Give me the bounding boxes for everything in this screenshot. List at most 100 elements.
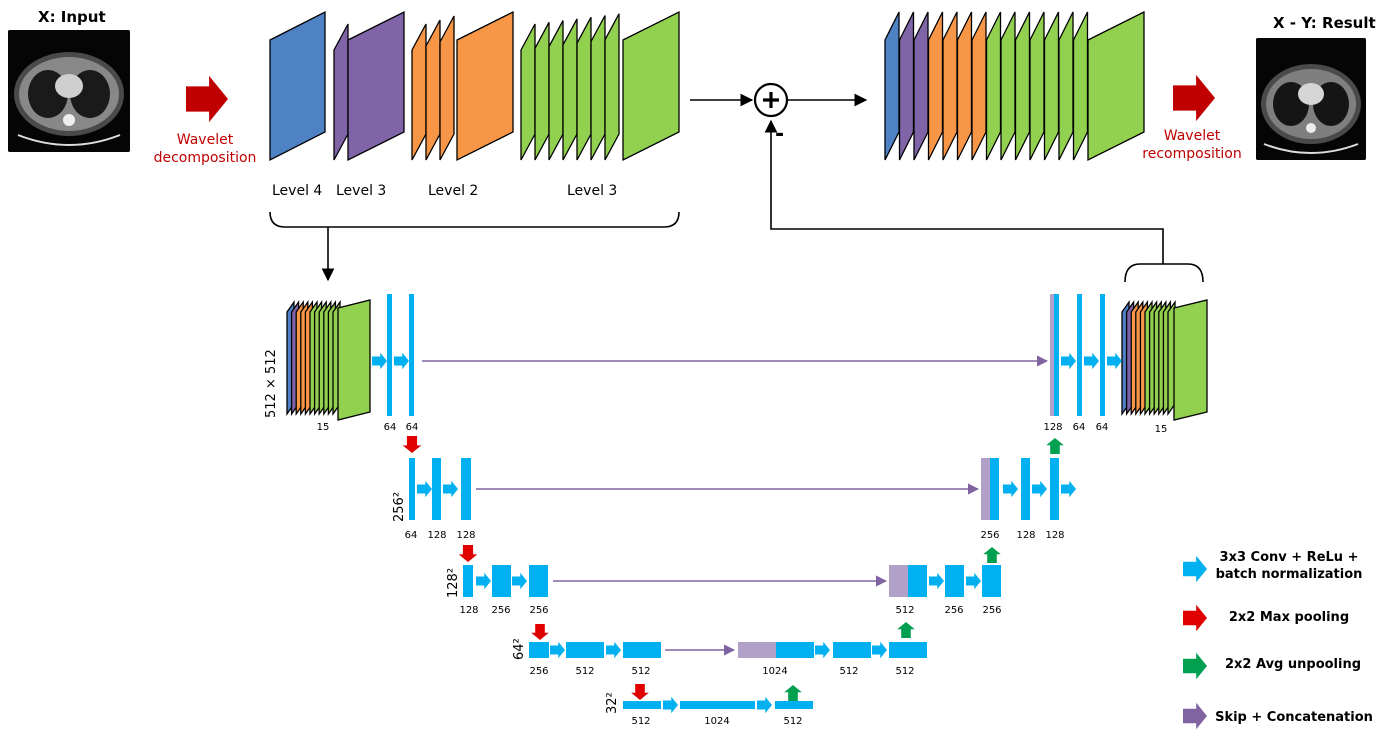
legend-unpool-arrow	[1183, 652, 1207, 680]
wavelet-decomposition-arrow	[186, 75, 228, 123]
conv-arrow	[929, 572, 944, 590]
feature-map-512	[566, 642, 604, 658]
maxpool-arrow	[531, 624, 549, 640]
input-ct-image	[8, 30, 130, 152]
channel-label: 128	[1045, 530, 1065, 541]
conv-arrow	[476, 572, 491, 590]
feature-map-1024	[776, 642, 814, 658]
level-label-3: Level 3	[336, 183, 387, 199]
resolution-label-256: 256²	[392, 491, 407, 522]
output-slab	[898, 11, 915, 161]
slab-level1	[622, 10, 680, 162]
legend-skip-arrow	[1183, 702, 1207, 730]
concat-block	[981, 458, 990, 520]
concat-block	[738, 642, 776, 658]
slab-level1	[576, 16, 592, 161]
conv-arrow	[1032, 480, 1047, 498]
conv-arrow	[1061, 352, 1076, 370]
legend-conv-label: 3x3 Conv + ReLu + batch normalization	[1215, 550, 1363, 582]
output-slab	[884, 11, 900, 161]
slab-level1	[590, 15, 606, 161]
channel-label: 1024	[704, 716, 730, 727]
plus-icon	[763, 92, 779, 108]
feature-map-64	[387, 294, 392, 416]
channel-label: 512	[631, 666, 651, 677]
feature-map-128	[1054, 294, 1059, 416]
wavelet-decomposition-label: Wavelet decomposition	[153, 132, 257, 166]
channel-label: 512	[783, 716, 803, 727]
conv-arrow	[394, 352, 409, 370]
feature-map-512	[889, 642, 927, 658]
maxpool-arrow	[402, 436, 422, 453]
output-slab	[927, 11, 944, 161]
channel-label: 512	[575, 666, 595, 677]
conv-arrow	[872, 641, 887, 659]
channel-label: 64	[405, 422, 419, 433]
channel-label: 64	[1072, 422, 1086, 433]
slab-level1	[562, 18, 578, 161]
legend-maxpool-arrow	[1183, 604, 1207, 632]
output-slab	[913, 11, 929, 161]
output-slab	[1058, 11, 1074, 161]
concat-block	[1050, 294, 1054, 416]
residual-arrow	[764, 119, 1164, 264]
conv-arrow	[443, 480, 458, 498]
output-slab	[956, 11, 973, 161]
level-label-4: Level 4	[272, 183, 323, 199]
channel-label: 128	[1043, 422, 1063, 433]
slab-level4	[269, 10, 326, 162]
feature-map-256	[529, 565, 548, 597]
feature-map-512	[623, 642, 661, 658]
conv-arrow	[1107, 352, 1122, 370]
unet-output-slab	[1173, 299, 1208, 421]
channel-label: 256	[944, 605, 964, 616]
level-label-1: Level 3	[567, 183, 618, 199]
channel-label: 128	[456, 530, 476, 541]
feature-map-512	[908, 565, 927, 597]
conv-arrow	[550, 641, 565, 659]
feature-map-64	[409, 458, 415, 520]
feature-map-64	[1077, 294, 1082, 416]
conv-arrow	[1003, 480, 1018, 498]
output-brace	[1124, 263, 1204, 283]
maxpool-arrow	[458, 545, 478, 562]
level-label-2: Level 2	[428, 183, 479, 199]
output-slab	[1072, 11, 1089, 161]
feature-map-128	[1050, 458, 1059, 520]
channel-label: 64	[404, 530, 418, 541]
conv-arrow	[1084, 352, 1099, 370]
output-slab	[942, 11, 958, 161]
input-title: X: Input	[38, 8, 106, 26]
slab-level1	[534, 21, 550, 161]
result-title: X - Y: Result	[1273, 14, 1376, 32]
channel-label: 256	[529, 666, 549, 677]
channel-label: 512	[839, 666, 859, 677]
channel-label: 256	[982, 605, 1002, 616]
conv-arrow	[372, 352, 387, 370]
conv-arrow	[417, 480, 432, 498]
feature-map-1024	[680, 701, 755, 709]
slab-level2	[439, 15, 455, 161]
unpool-arrow	[983, 547, 1001, 563]
slab-level2	[425, 19, 441, 161]
legend-unpool-label: 2x2 Avg unpooling	[1224, 657, 1362, 672]
slab-level1	[520, 23, 536, 161]
slab-level2	[411, 23, 427, 161]
resolution-label-512: 512 × 512	[264, 349, 279, 418]
channel-label: 64	[1095, 422, 1109, 433]
wavelet-recomposition-arrow	[1173, 74, 1215, 122]
output-slab	[1029, 11, 1045, 161]
feature-map-256	[529, 642, 549, 658]
slab-level3	[333, 23, 349, 161]
resolution-label-128: 128²	[446, 567, 461, 598]
unpool-arrow	[1046, 438, 1064, 454]
feature-map-512	[623, 701, 661, 709]
output-slab	[1014, 11, 1031, 161]
feature-map-512	[833, 642, 871, 658]
concat-block	[889, 565, 908, 597]
channel-label: 256	[529, 605, 549, 616]
feature-map-256	[945, 565, 964, 597]
output-slab	[1043, 11, 1060, 161]
conv-arrow	[966, 572, 981, 590]
